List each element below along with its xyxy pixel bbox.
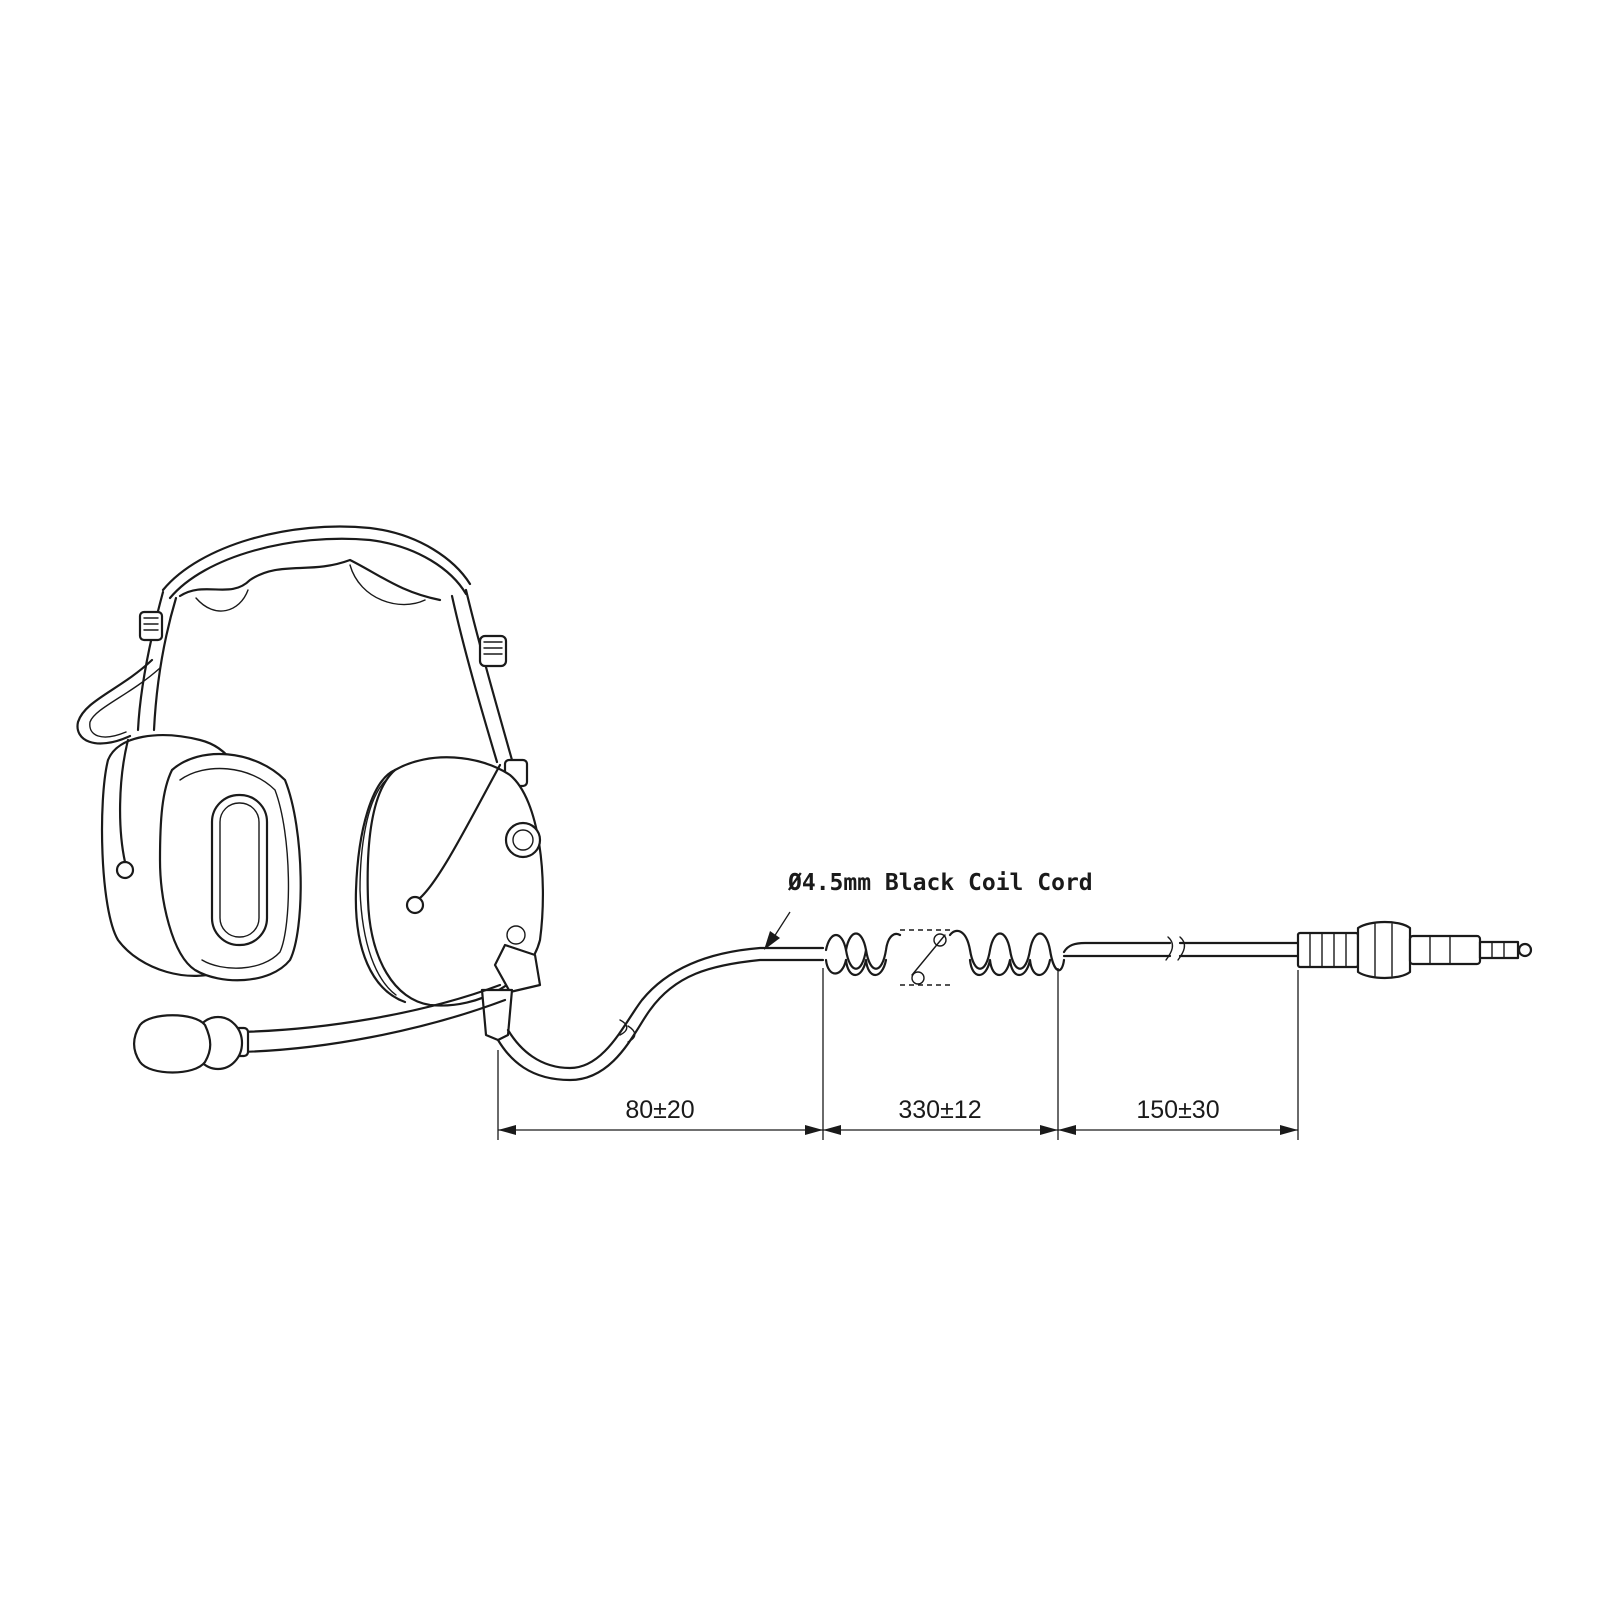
cord-segment-1 <box>496 946 825 1082</box>
dimension-3-label: 150±30 <box>1136 1096 1219 1124</box>
connector-plug <box>1296 920 1533 980</box>
cord-segment-2 <box>1062 936 1302 961</box>
cord-callout: Ø4.5mm Black Coil Cord <box>764 870 1093 950</box>
coil-cord <box>824 929 1066 986</box>
dimension-1-label: 80±20 <box>625 1096 694 1124</box>
microphone <box>132 983 507 1074</box>
left-earcup <box>100 734 302 982</box>
dimension-lines: 80±20 330±12 150±30 <box>497 968 1299 1140</box>
dimension-2-label: 330±12 <box>898 1096 981 1124</box>
cord-label: Ø4.5mm Black Coil Cord <box>787 870 1093 896</box>
right-earcup <box>354 756 544 1042</box>
